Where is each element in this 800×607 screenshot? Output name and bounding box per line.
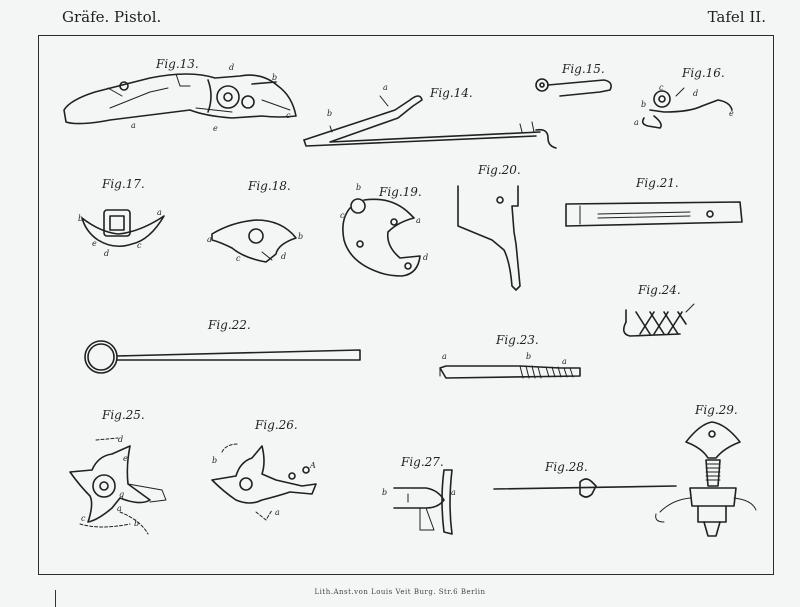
fig16-part-c: c [659, 83, 664, 92]
fig18-part-b: b [298, 232, 304, 241]
fig23-part-b: b [526, 352, 532, 361]
fig13-part-a: a [131, 121, 136, 130]
fig23-drawing [439, 365, 581, 379]
edge-mark [55, 590, 56, 607]
fig21-drawing [565, 201, 743, 227]
fig19-part-a: a [416, 216, 421, 225]
fig26-part-b: b [212, 456, 218, 465]
fig14-label: Fig.14. [430, 86, 473, 100]
fig27-label: Fig.27. [401, 455, 444, 469]
fig24-drawing [622, 303, 695, 337]
fig25-label: Fig.25. [102, 408, 145, 422]
fig18-part-d: d [281, 252, 287, 261]
fig13-part-e: e [213, 124, 218, 133]
fig16-part-b: b [641, 100, 647, 109]
fig27-part-b: b [382, 488, 388, 497]
fig26-drawing [211, 443, 317, 521]
fig18-label: Fig.18. [248, 179, 291, 193]
fig25-part-c: c [81, 514, 86, 523]
fig21-label: Fig.21. [636, 176, 679, 190]
fig27-part-a: a [451, 488, 456, 497]
fig25-part-b: b [134, 519, 140, 528]
fig23-part-a-left: a [442, 352, 447, 361]
fig26-part-a: a [275, 508, 280, 517]
fig13-part-d: d [229, 63, 235, 72]
fig22-label: Fig.22. [208, 318, 251, 332]
plate-title: Gräfe. Pistol. [62, 8, 162, 26]
plate-number: Tafel II. [707, 8, 766, 26]
fig13-drawing [63, 73, 297, 125]
fig14-drawing [303, 95, 557, 149]
fig20-label: Fig.20. [478, 163, 521, 177]
fig16-part-d: d [693, 89, 699, 98]
fig29-drawing [655, 421, 757, 537]
fig23-label: Fig.23. [496, 333, 539, 347]
fig15-label: Fig.15. [562, 62, 605, 76]
fig16-part-a: a [634, 118, 639, 127]
fig23-part-a-right: a [562, 357, 567, 366]
fig13-part-b: b [272, 73, 278, 82]
fig17-part-b: b [78, 214, 84, 223]
fig14-part-b: b [327, 109, 333, 118]
fig19-drawing [342, 198, 421, 277]
fig18-part-c: c [236, 254, 241, 263]
plate-border [38, 35, 774, 575]
fig19-label: Fig.19. [379, 185, 422, 199]
fig17-part-d: d [104, 249, 110, 258]
fig17-drawing [81, 209, 165, 248]
fig26-part-A: A [310, 461, 316, 470]
fig13-label: Fig.13. [156, 57, 199, 71]
fig25-part-d: d [118, 435, 124, 444]
fig17-part-e: e [92, 239, 97, 248]
fig28-drawing [493, 478, 677, 498]
fig18-drawing [211, 219, 297, 263]
fig25-part-g: g [119, 490, 125, 499]
fig17-part-a: a [157, 208, 162, 217]
fig19-part-c: c [340, 211, 345, 220]
fig19-part-d: d [423, 253, 429, 262]
fig28-label: Fig.28. [545, 460, 588, 474]
fig25-drawing [69, 437, 167, 535]
fig29-label: Fig.29. [695, 403, 738, 417]
fig18-part-a: a [207, 235, 212, 244]
fig17-label: Fig.17. [102, 177, 145, 191]
fig17-part-c: c [137, 241, 142, 250]
fig16-label: Fig.16. [682, 66, 725, 80]
fig26-label: Fig.26. [255, 418, 298, 432]
fig20-drawing [457, 185, 521, 291]
fig16-part-e: e [729, 109, 734, 118]
fig16-drawing [641, 87, 733, 129]
fig25-part-e: e [123, 454, 128, 463]
fig22-drawing [84, 340, 361, 374]
fig14-part-a: a [383, 83, 388, 92]
fig15-drawing [535, 78, 612, 97]
lithographer-credit: Lith.Anst.von Louis Veit Burg. Str.6 Ber… [314, 588, 486, 596]
fig25-part-a: a [117, 504, 122, 513]
fig13-part-c: c [286, 111, 291, 120]
fig27-drawing [393, 469, 453, 535]
fig24-label: Fig.24. [638, 283, 681, 297]
fig19-part-b: b [356, 183, 362, 192]
